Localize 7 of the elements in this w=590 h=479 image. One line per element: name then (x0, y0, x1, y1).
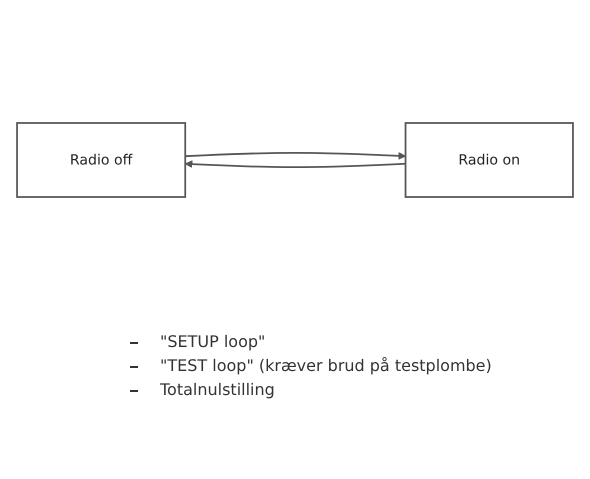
list-item: "SETUP loop" (160, 331, 266, 353)
node-box: Radio off (16, 122, 186, 198)
node-box: Radio on (404, 122, 574, 198)
arrow (185, 152, 406, 160)
list-item: "TEST loop" (kræver brud på testplombe) (160, 355, 492, 377)
arrow (184, 160, 406, 168)
list-item: Totalnulstilling (160, 379, 275, 401)
